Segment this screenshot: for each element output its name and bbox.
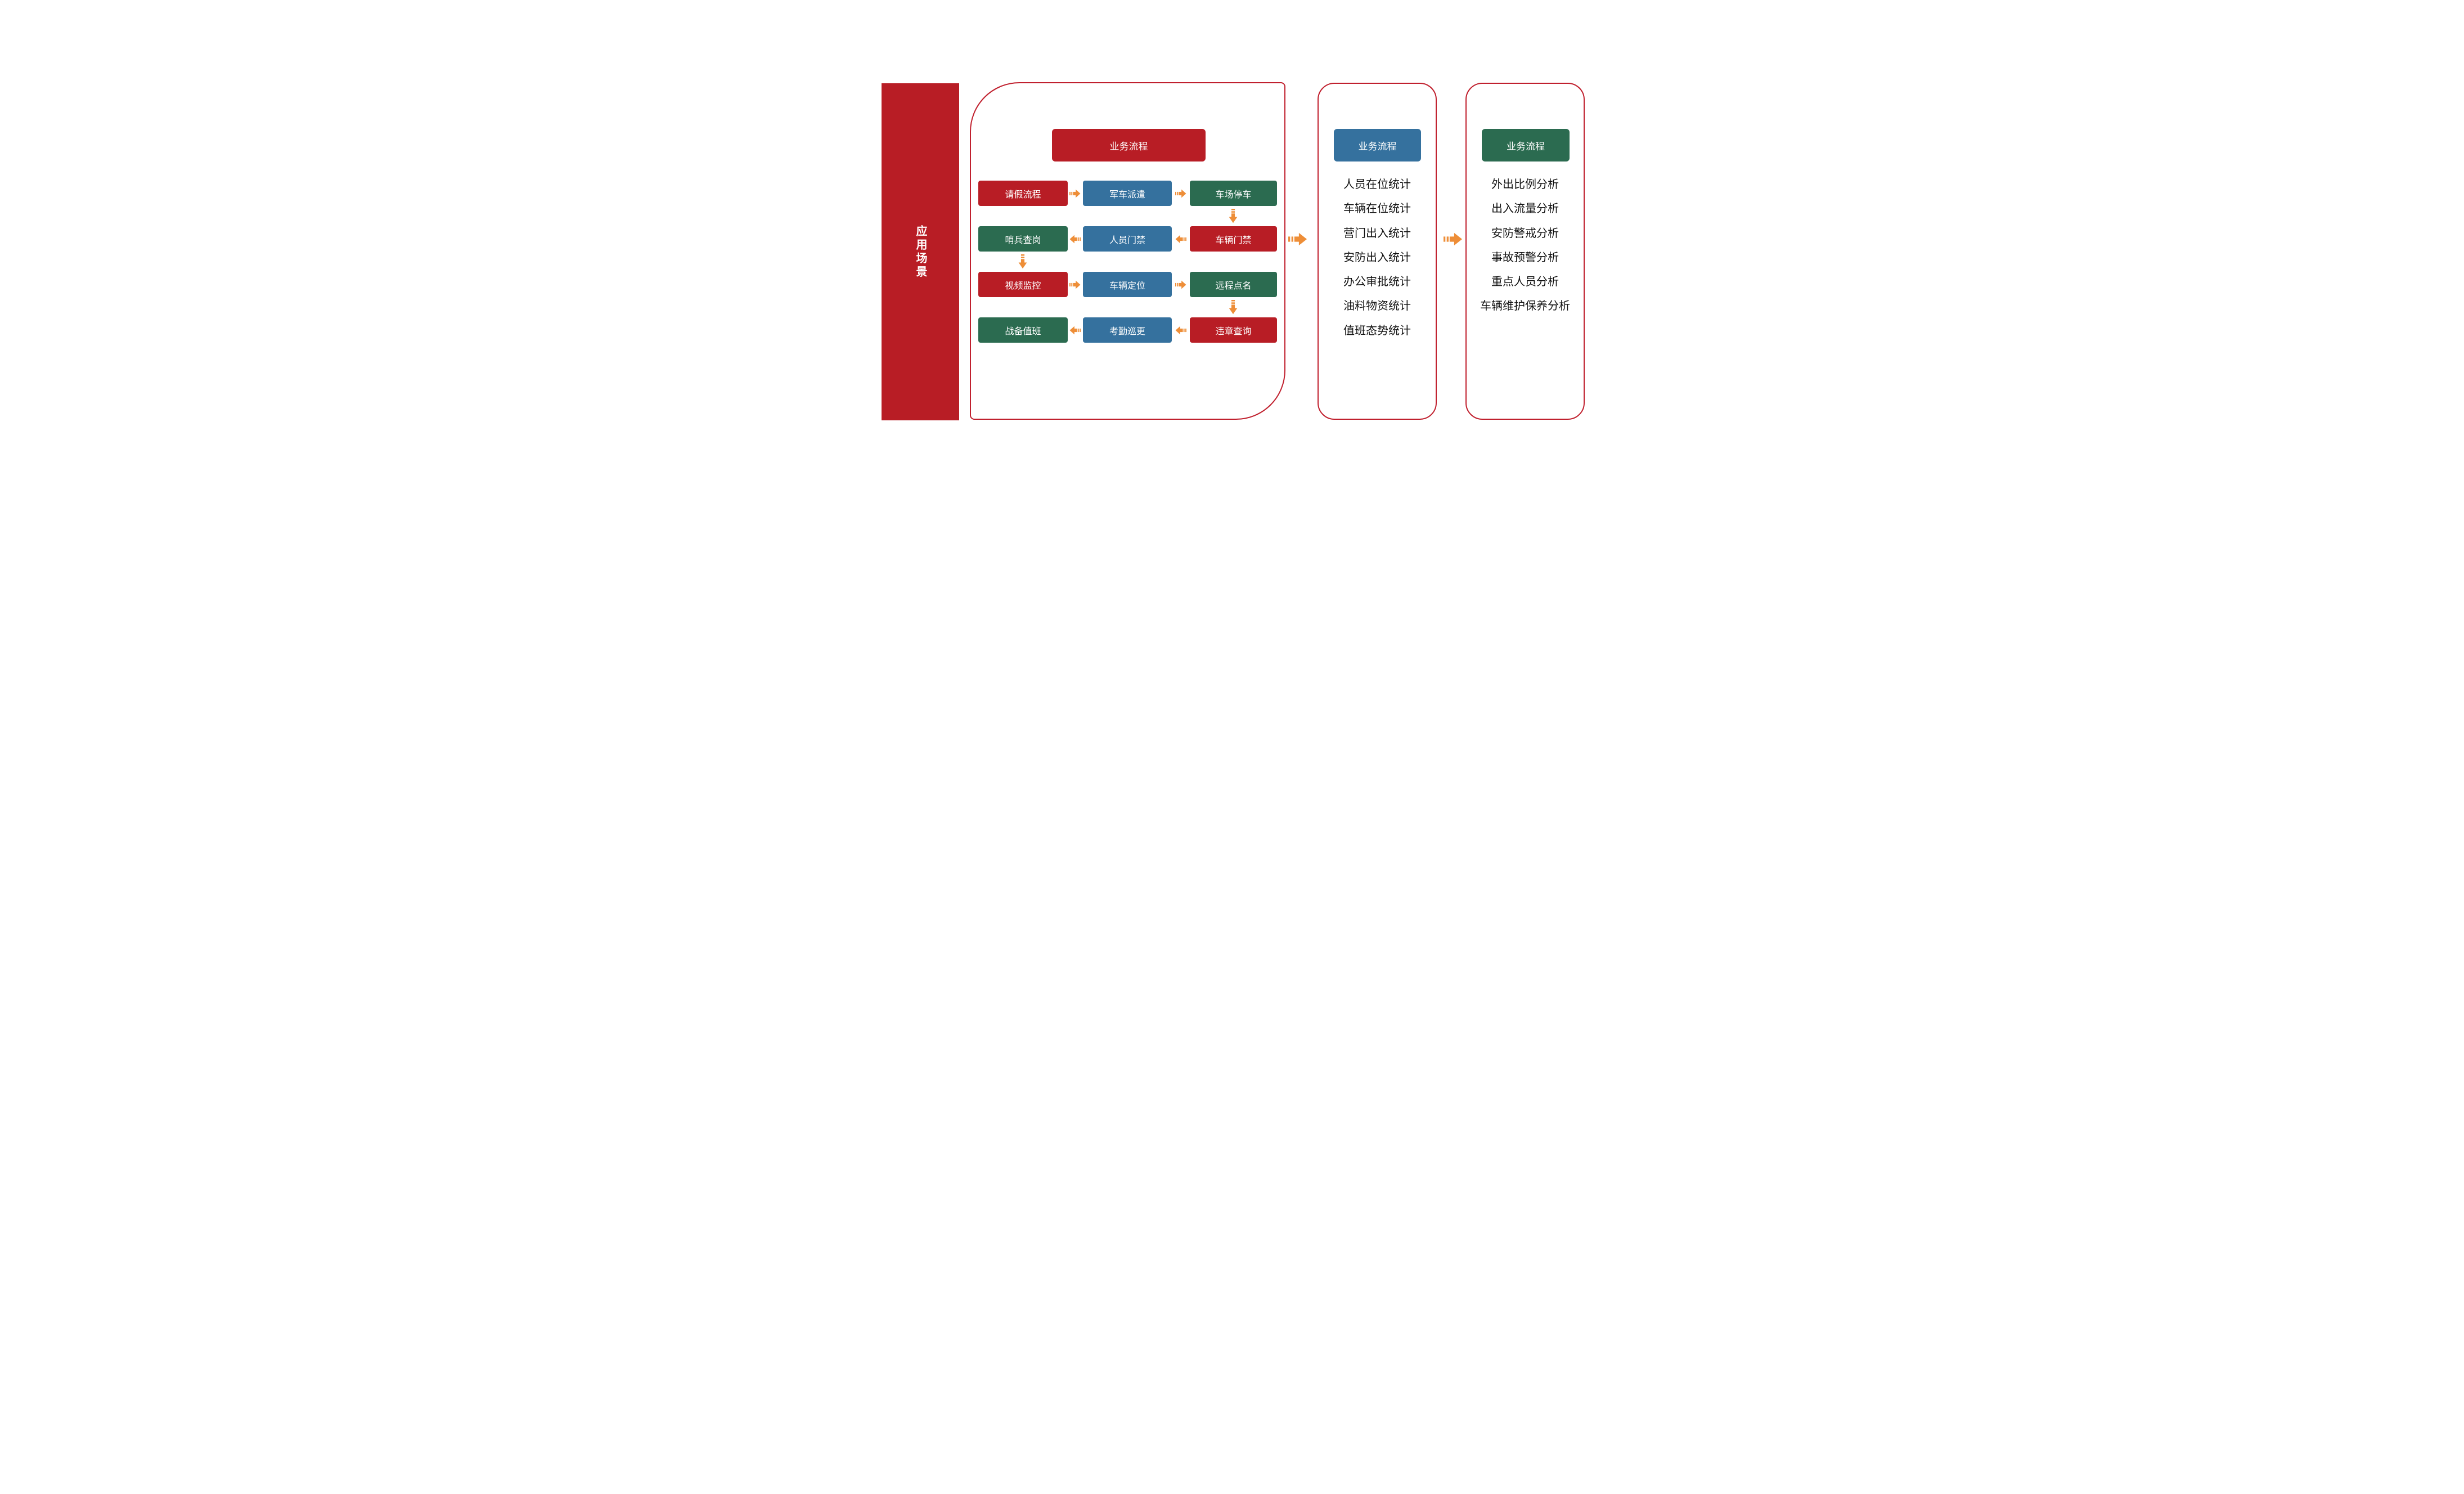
- panel-link-arrow-right-icon: [1288, 232, 1307, 246]
- arrow-left-icon: [1175, 326, 1186, 335]
- box-vehicle-positioning: 车辆定位: [1083, 272, 1172, 297]
- stats-item: 车辆在位统计: [1343, 203, 1411, 216]
- analysis-panel-header: 业务流程: [1482, 129, 1570, 161]
- analysis-item: 事故预警分析: [1491, 251, 1559, 264]
- box-combat-readiness-duty: 战备值班: [978, 317, 1068, 343]
- stats-panel-header: 业务流程: [1334, 129, 1421, 161]
- analysis-item: 重点人员分析: [1491, 276, 1559, 289]
- main-flow-header: 业务流程: [1052, 129, 1206, 161]
- app-scenarios-label: 应用场景: [914, 225, 927, 279]
- box-violation-query: 违章查询: [1190, 317, 1277, 343]
- box-video-surveillance: 视频监控: [978, 272, 1068, 297]
- arrow-left-icon: [1069, 326, 1081, 335]
- box-remote-rollcall: 远程点名: [1190, 272, 1277, 297]
- arrow-right-icon: [1069, 280, 1081, 289]
- diagram-canvas: 应用场景 业务流程 请假流程 军车派遣 车场停车 哨兵查岗 人员门禁 车辆门禁 …: [821, 0, 1643, 498]
- analysis-item: 车辆维护保养分析: [1480, 300, 1570, 313]
- stats-item: 人员在位统计: [1343, 178, 1411, 191]
- stats-item: 油料物资统计: [1343, 300, 1411, 313]
- box-military-vehicle-dispatch: 军车派遣: [1083, 181, 1172, 206]
- box-parking-lot: 车场停车: [1190, 181, 1277, 206]
- stats-item: 值班态势统计: [1343, 324, 1411, 337]
- arrow-left-icon: [1069, 235, 1081, 244]
- box-sentry-inspection: 哨兵查岗: [978, 226, 1068, 252]
- panel-link-arrow-right-icon: [1444, 232, 1463, 246]
- box-attendance-patrol: 考勤巡更: [1083, 317, 1172, 343]
- analysis-list: 外出比例分析 出入流量分析 安防警戒分析 事故预警分析 重点人员分析 车辆维护保…: [1465, 173, 1585, 319]
- analysis-item: 安防警戒分析: [1491, 227, 1559, 240]
- arrow-right-icon: [1069, 189, 1081, 198]
- box-leave-process: 请假流程: [978, 181, 1068, 206]
- arrow-right-icon: [1175, 280, 1186, 289]
- stats-item: 安防出入统计: [1343, 251, 1411, 264]
- arrow-down-icon: [1018, 254, 1027, 269]
- arrow-down-icon: [1229, 209, 1238, 223]
- app-scenarios-bar: 应用场景: [882, 83, 959, 420]
- arrow-left-icon: [1175, 235, 1186, 244]
- analysis-item: 外出比例分析: [1491, 178, 1559, 191]
- analysis-item: 出入流量分析: [1491, 203, 1559, 216]
- box-personnel-access-control: 人员门禁: [1083, 226, 1172, 252]
- stats-list: 人员在位统计 车辆在位统计 营门出入统计 安防出入统计 办公审批统计 油料物资统…: [1318, 173, 1437, 343]
- arrow-down-icon: [1229, 300, 1238, 315]
- stats-item: 营门出入统计: [1343, 227, 1411, 240]
- arrow-right-icon: [1175, 189, 1186, 198]
- box-vehicle-access-control: 车辆门禁: [1190, 226, 1277, 252]
- stats-item: 办公审批统计: [1343, 276, 1411, 289]
